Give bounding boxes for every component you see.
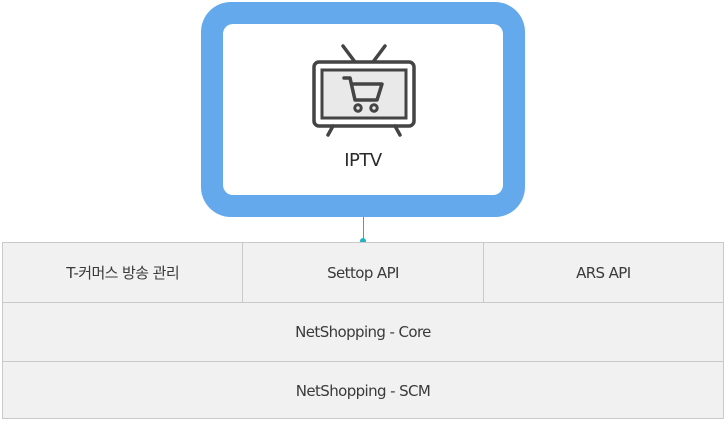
- platform-layer-stack: T-커머스 방송 관리 Settop API ARS API NetShoppi…: [2, 242, 724, 419]
- layer-ars-api: ARS API: [482, 243, 723, 302]
- layer-netshopping-core: NetShopping - Core: [295, 323, 431, 341]
- connector-dot: [360, 238, 366, 244]
- layer-row-scm: NetShopping - SCM: [3, 361, 723, 420]
- iptv-label: IPTV: [344, 150, 382, 171]
- connector-line: [362, 217, 364, 241]
- layer-row-core: NetShopping - Core: [3, 302, 723, 361]
- tv-shopping-cart-icon: [312, 44, 416, 137]
- layer-settop-api: Settop API: [242, 243, 482, 302]
- layer-netshopping-scm: NetShopping - SCM: [295, 382, 431, 400]
- iptv-card-body: IPTV: [223, 24, 503, 195]
- layer-row-apis: T-커머스 방송 관리 Settop API ARS API: [3, 243, 723, 302]
- iptv-card: IPTV: [201, 2, 525, 217]
- layer-tcommerce-broadcast: T-커머스 방송 관리: [66, 264, 180, 282]
